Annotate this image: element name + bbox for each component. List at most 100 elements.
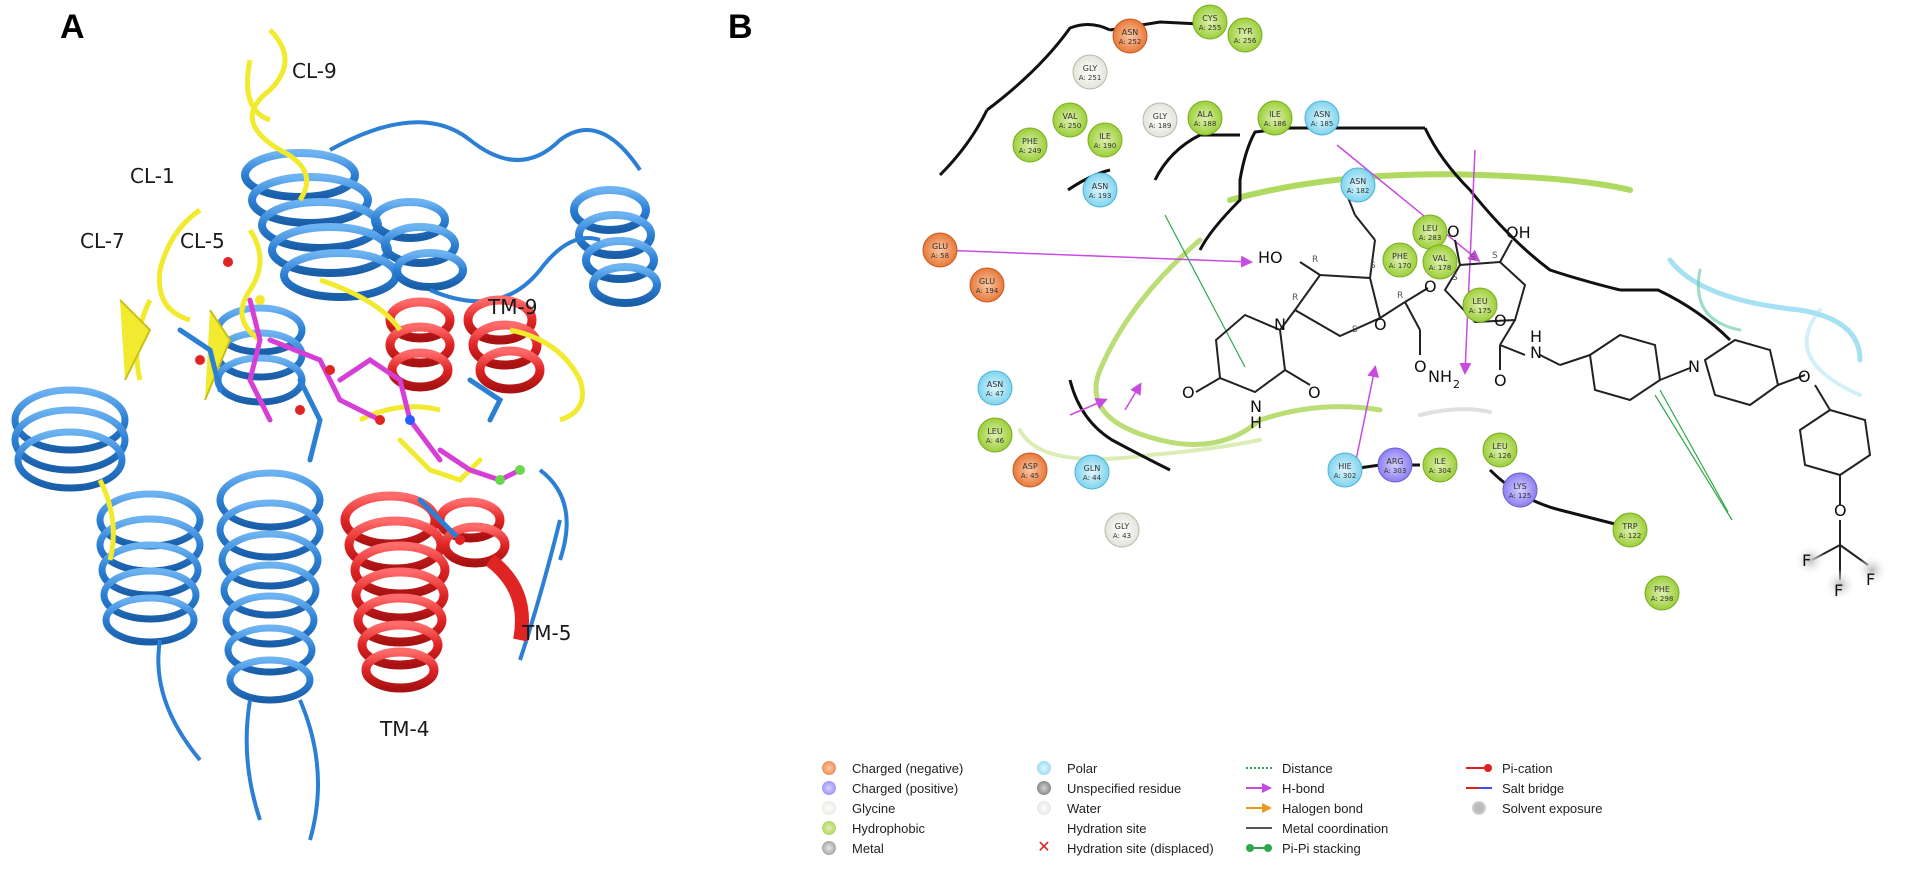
residue-name: ILE (1269, 110, 1281, 119)
residue-name: GLY (1153, 112, 1168, 121)
atom-n-1: N (1274, 315, 1286, 334)
panel-b-letter: B (728, 8, 753, 46)
residue-circle (922, 232, 958, 268)
residue-name: ILE (1099, 132, 1111, 141)
residue-circle (1187, 100, 1223, 136)
residue-name: GLY (1115, 522, 1130, 531)
residue-name: PHE (1392, 252, 1408, 261)
residue-number: A: 304 (1429, 467, 1452, 475)
residue-number: A: 185 (1311, 120, 1334, 128)
stereo-r-3: R (1397, 291, 1403, 301)
interaction-diagram: HO HO OH O O O O O O O O O N N H N H N N… (922, 4, 1888, 611)
residue-number: A: 44 (1083, 474, 1102, 482)
legend-hydration-site: Hydration site (1031, 820, 1146, 836)
solvent-exposure-icon (1466, 800, 1492, 816)
residue-circle (1422, 244, 1458, 280)
residue-circle (1482, 432, 1518, 468)
ligand-skeleton (1195, 189, 1872, 580)
stereo-s-2: S (1352, 325, 1358, 335)
residue-name: VAL (1433, 254, 1448, 263)
residue-name: LEU (1492, 442, 1508, 451)
atom-h-1: H (1250, 413, 1262, 432)
residue-name: ASN (1314, 110, 1331, 119)
residue-circle (1012, 452, 1048, 488)
residue-name: ASN (1092, 182, 1109, 191)
label-cl-9: CL-9 (292, 59, 337, 83)
panel-b: B (728, 0, 1920, 874)
residue-name: GLU (979, 277, 995, 286)
atom-nh2: NH (1428, 367, 1452, 386)
label-cl-7: CL-7 (80, 229, 125, 253)
residue-number: A: 46 (986, 437, 1005, 445)
residue-number: A: 126 (1489, 452, 1512, 460)
residue-name: ASP (1022, 462, 1038, 471)
cross-icon: ✕ (1037, 839, 1051, 856)
legend-distance: Distance (1246, 760, 1333, 776)
hbond-arrow-icon (1246, 780, 1272, 796)
panel-a: A (0, 0, 900, 874)
legend-polar: Polar (1031, 760, 1097, 776)
stereo-s-5: S (1492, 251, 1498, 261)
residue-circle (1327, 452, 1363, 488)
residue-number: A: 178 (1429, 264, 1452, 272)
residue-number: A: 256 (1234, 37, 1257, 45)
atom-n-4: N (1688, 357, 1700, 376)
residue-circle (1112, 18, 1148, 54)
legend-metal: Metal (816, 840, 884, 856)
residue-name: ASN (987, 380, 1004, 389)
blue-loops (156, 120, 642, 841)
atom-f-2: F (1834, 581, 1843, 600)
atom-o-4: O (1414, 357, 1427, 376)
legend-water: Water (1031, 800, 1101, 816)
residue-number: A: 43 (1113, 532, 1131, 540)
residue-name: GLU (932, 242, 948, 251)
atom-nh2-sub: 2 (1453, 378, 1460, 391)
residue-circle (1377, 447, 1413, 483)
pipi-lines (1164, 214, 1733, 521)
label-cl-5: CL-5 (180, 229, 225, 253)
residue-name: PHE (1654, 585, 1670, 594)
legend-halogen-bond: Halogen bond (1246, 800, 1363, 816)
residue-circle (1012, 127, 1048, 163)
residue-name: GLN (1084, 464, 1101, 473)
residue-circle (977, 417, 1013, 453)
atom-o-5: O (1494, 371, 1507, 390)
legend-hydration-displaced: ✕Hydration site (displaced) (1031, 839, 1213, 856)
residue-name: VAL (1063, 112, 1078, 121)
legend-unspecified: Unspecified residue (1031, 780, 1181, 796)
residue-name: LYS (1513, 482, 1526, 491)
stereo-s-1: S (1370, 261, 1376, 271)
atom-n-3: N (1530, 343, 1542, 362)
residue-circle (1227, 17, 1263, 53)
helix-bundle-left (11, 304, 324, 704)
yellow-beta-strand (119, 299, 152, 381)
atom-o-6: O (1182, 383, 1195, 402)
legend-hbond: H-bond (1246, 780, 1325, 796)
residue-number: A: 252 (1119, 38, 1142, 46)
polar-icon (1031, 760, 1057, 776)
residue-circle (1612, 512, 1648, 548)
legend-glycine: Glycine (816, 800, 895, 816)
residue-circle (1052, 102, 1088, 138)
pication-icon (1466, 760, 1492, 776)
ligand-atoms (195, 257, 525, 545)
legend-hydrophobic: Hydrophobic (816, 820, 925, 836)
residue-name: LEU (1422, 224, 1438, 233)
residue-name: ILE (1434, 457, 1446, 466)
metal-coordination-icon (1246, 820, 1272, 836)
water-icon (1031, 800, 1057, 816)
residue-circle (1502, 472, 1538, 508)
